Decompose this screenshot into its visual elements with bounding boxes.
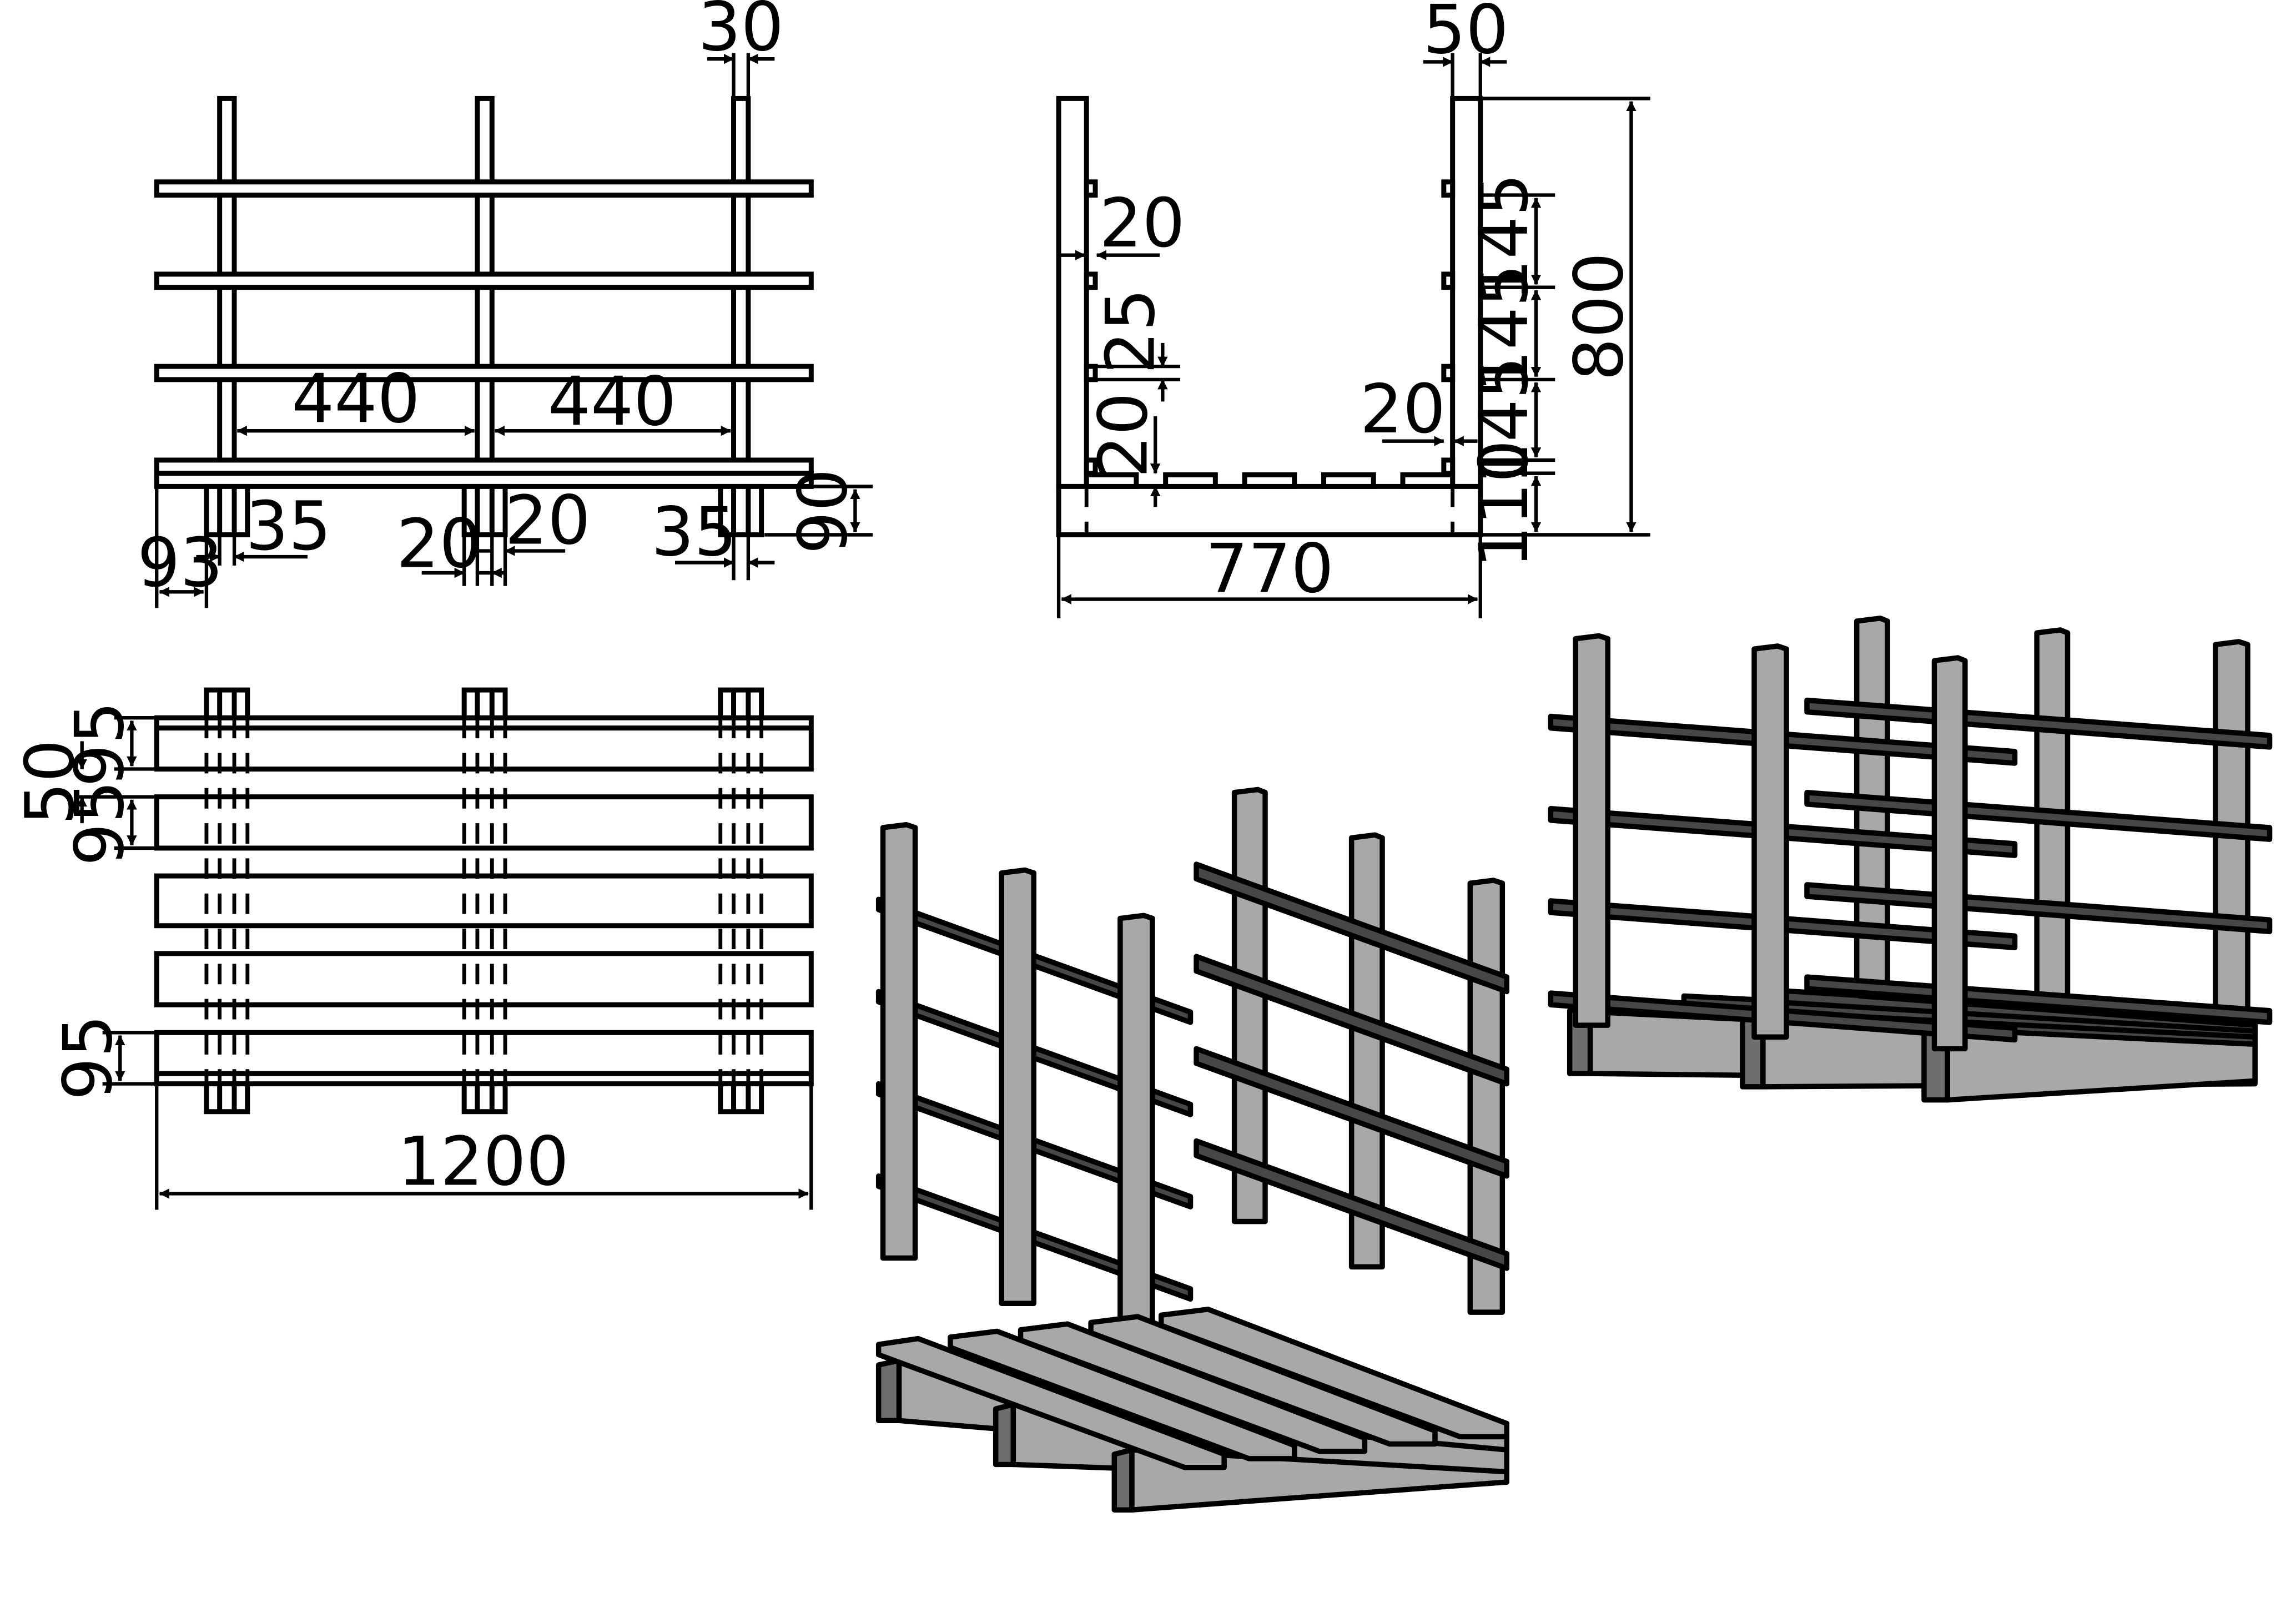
- exploded-base: [875, 1307, 1509, 1513]
- front-view: 440 440 30 90 93 35: [137, 0, 873, 608]
- dim-total-length: 1200: [397, 1122, 569, 1201]
- front-dimensions: 440 440 30 90 93 35: [137, 0, 873, 608]
- front-feet: [204, 483, 764, 537]
- dim-side-post-width: 50: [1423, 0, 1508, 69]
- dim-foot-width-right: 35: [651, 492, 737, 571]
- dim-base-height: 110: [1464, 440, 1543, 568]
- dim-inner-gap: 20: [1360, 370, 1446, 448]
- side-dimensions: 50 800 145 145 145 110 20: [1056, 0, 1650, 618]
- dim-spacing-left: 440: [291, 359, 420, 438]
- side-view: 50 800 145 145 145 110 20: [1056, 0, 1650, 618]
- dim-spacing-right: 440: [548, 362, 677, 441]
- top-view: 95 50 95 95 1200: [11, 687, 814, 1210]
- exploded-left-panel: [875, 821, 1194, 1352]
- dim-rail-spacing-3: 145: [1464, 356, 1543, 485]
- dim-foot-height: 90: [784, 468, 863, 554]
- exploded-right-panel: [1194, 787, 1509, 1315]
- dim-post-width: 30: [698, 0, 784, 66]
- top-boards: [154, 715, 814, 1087]
- dim-board-gap: 50: [11, 739, 89, 825]
- dim-rail-spacing-1: 145: [1464, 173, 1543, 302]
- side-posts: [1056, 95, 1483, 489]
- side-base: [1056, 483, 1483, 537]
- exploded-isometric: [875, 616, 2273, 1513]
- dim-board-width-3: 95: [48, 1015, 127, 1100]
- dim-gap-mid-left: 20: [396, 504, 482, 583]
- dim-rail-spacing-2: 145: [1464, 264, 1543, 393]
- side-slats: [1084, 472, 1456, 489]
- dim-total-height: 800: [1560, 253, 1639, 381]
- front-rails: [154, 179, 814, 489]
- dim-board-width-1: 95: [61, 701, 139, 787]
- dim-board-thickness: 20: [1084, 392, 1162, 478]
- top-dimensions: 95 50 95 95 1200: [11, 701, 813, 1210]
- dim-edge-offset: 93: [137, 523, 223, 602]
- dim-total-width: 770: [1205, 529, 1334, 608]
- top-runners: [204, 687, 764, 1115]
- dim-foot-width-left: 35: [245, 487, 331, 566]
- dim-rail-height: 25: [1091, 289, 1170, 374]
- dim-board-width-2: 95: [61, 780, 139, 866]
- dim-gap-mid-right: 20: [505, 481, 590, 560]
- assembled-pallet-collar: [1548, 616, 2273, 1103]
- dim-bracket-depth: 20: [1099, 184, 1185, 263]
